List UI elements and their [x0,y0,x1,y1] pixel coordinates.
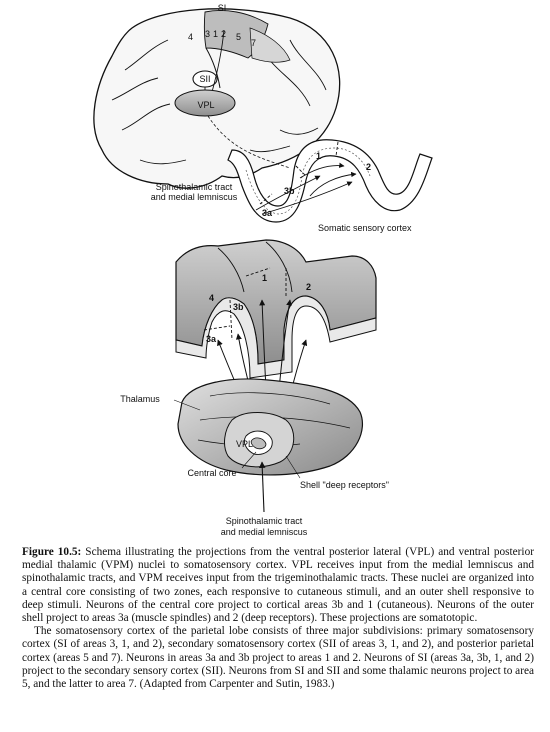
brain-area-7: 7 [251,38,256,48]
brain-drawing: SI 4 3 1 2 5 7 SII VPL [93,3,341,189]
ribbon-area-3b: 3b [284,186,295,196]
cortex-3d-drawing: 1 2 4 3b 3a [175,239,377,379]
central-core-label: Central core [187,468,236,478]
cortex-ribbon-drawing: 1 2 3b 3a Somatic sensory cortex Spinoth… [151,139,433,233]
shell-label: Shell "deep receptors" [300,480,389,490]
block-area-1: 1 [262,273,267,283]
brain-area-4: 4 [188,32,193,42]
brain-area-3: 3 [205,29,210,39]
brain-area-1: 1 [213,29,218,39]
brain-area-5: 5 [236,32,241,42]
ribbon-cortex-label: Somatic sensory cortex [318,223,412,233]
figure-caption: Figure 10.5: Schema illustrating the pro… [22,546,534,691]
thalamus-label: Thalamus [120,394,160,404]
caption-paragraph-2: The somatosensory cortex of the parietal… [22,625,534,691]
ribbon-tract-line2: and medial lemniscus [151,192,238,202]
thalamus-drawing: Thalamus VPL Central core Shell "deep re… [120,378,389,537]
caption-label: Figure 10.5: [22,546,82,558]
thalamus-vpl-label: VPL [236,439,253,449]
brain-vpl-label: VPL [197,100,214,110]
block-area-2: 2 [306,282,311,292]
thalamus-tract-line2: and medial lemniscus [221,527,308,537]
neuroanatomy-figure: SI 4 3 1 2 5 7 SII VPL 1 2 3b 3a Somatic… [93,3,433,537]
block-area-4: 4 [209,293,214,303]
ribbon-area-2: 2 [366,162,371,172]
block-area-3a: 3a [206,334,217,344]
ribbon-area-1: 1 [316,151,321,161]
ribbon-area-3a: 3a [262,208,273,218]
brain-sii-label: SII [199,74,210,84]
thalamus-tract-line1: Spinothalamic tract [226,516,303,526]
brain-si-label: SI [218,3,227,13]
brain-area-2: 2 [221,29,226,39]
ribbon-tract-line1: Spinothalamic tract [156,182,233,192]
block-area-3b: 3b [233,302,244,312]
caption-paragraph-1: Schema illustrating the projections from… [22,546,534,625]
